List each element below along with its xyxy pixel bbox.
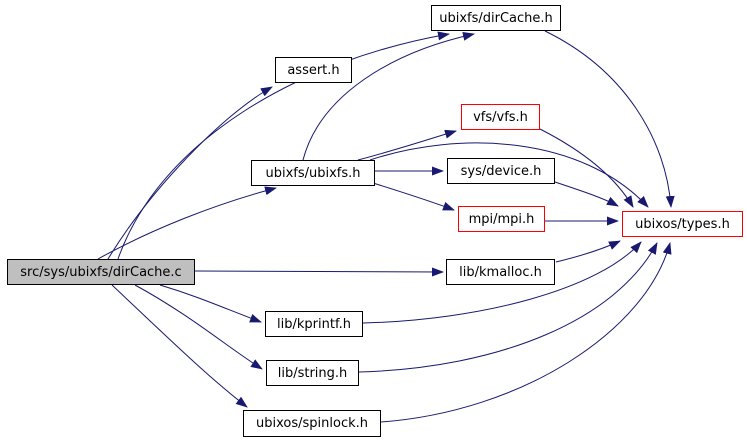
- node-lib-kmalloc-h[interactable]: lib/kmalloc.h: [446, 259, 555, 285]
- edge-dircache-c-to-kmalloc-h: [194, 267, 444, 277]
- node-src-sys-ubixfs-dircache-c: src/sys/ubixfs/dirCache.c: [7, 259, 195, 285]
- node-lib-string-h[interactable]: lib/string.h: [266, 360, 359, 386]
- edge-string-h-to-types-h: [358, 242, 658, 373]
- edge-ubixfs-h-to-vfs-h: [357, 129, 457, 161]
- node-lib-kprintf-h[interactable]: lib/kprintf.h: [265, 311, 363, 337]
- node-mpi-mpi-h[interactable]: mpi/mpi.h: [458, 206, 545, 232]
- edge-vfs-h-to-types-h: [539, 128, 634, 208]
- edge-spinlock-h-to-types-h: [380, 242, 672, 423]
- edge-ubixfs-h-to-types-h: [369, 142, 649, 208]
- node-vfs-vfs-h[interactable]: vfs/vfs.h: [461, 104, 540, 130]
- edge-dircache-c-to-spinlock-h: [111, 284, 248, 408]
- edge-dircache-c-to-dircache-h: [117, 31, 450, 260]
- edge-dircache-h-to-types-h: [544, 30, 675, 208]
- edge-dircache-c-to-ubixfs-h: [97, 186, 277, 260]
- edge-dircache-c-to-kprintf-h: [159, 284, 262, 323]
- edge-kmalloc-h-to-types-h: [555, 240, 621, 263]
- edge-ubixfs-h-to-mpi-h: [372, 182, 455, 211]
- edge-dircache-c-to-assert-h: [107, 86, 273, 260]
- node-ubixfs-ubixfs-h[interactable]: ubixfs/ubixfs.h: [251, 160, 375, 186]
- node-ubixos-spinlock-h[interactable]: ubixos/spinlock.h: [243, 410, 381, 437]
- edge-kprintf-h-to-types-h: [362, 241, 642, 324]
- edge-dircache-c-to-string-h: [134, 284, 263, 370]
- node-assert-h[interactable]: assert.h: [275, 57, 352, 83]
- edge-ubixfs-h-to-dircache-h: [302, 31, 475, 161]
- edge-device-h-to-types-h: [554, 181, 619, 207]
- node-sys-device-h[interactable]: sys/device.h: [447, 158, 555, 184]
- node-ubixfs-dircache-h[interactable]: ubixfs/dirCache.h: [431, 5, 561, 31]
- node-ubixos-types-h[interactable]: ubixos/types.h: [622, 211, 743, 237]
